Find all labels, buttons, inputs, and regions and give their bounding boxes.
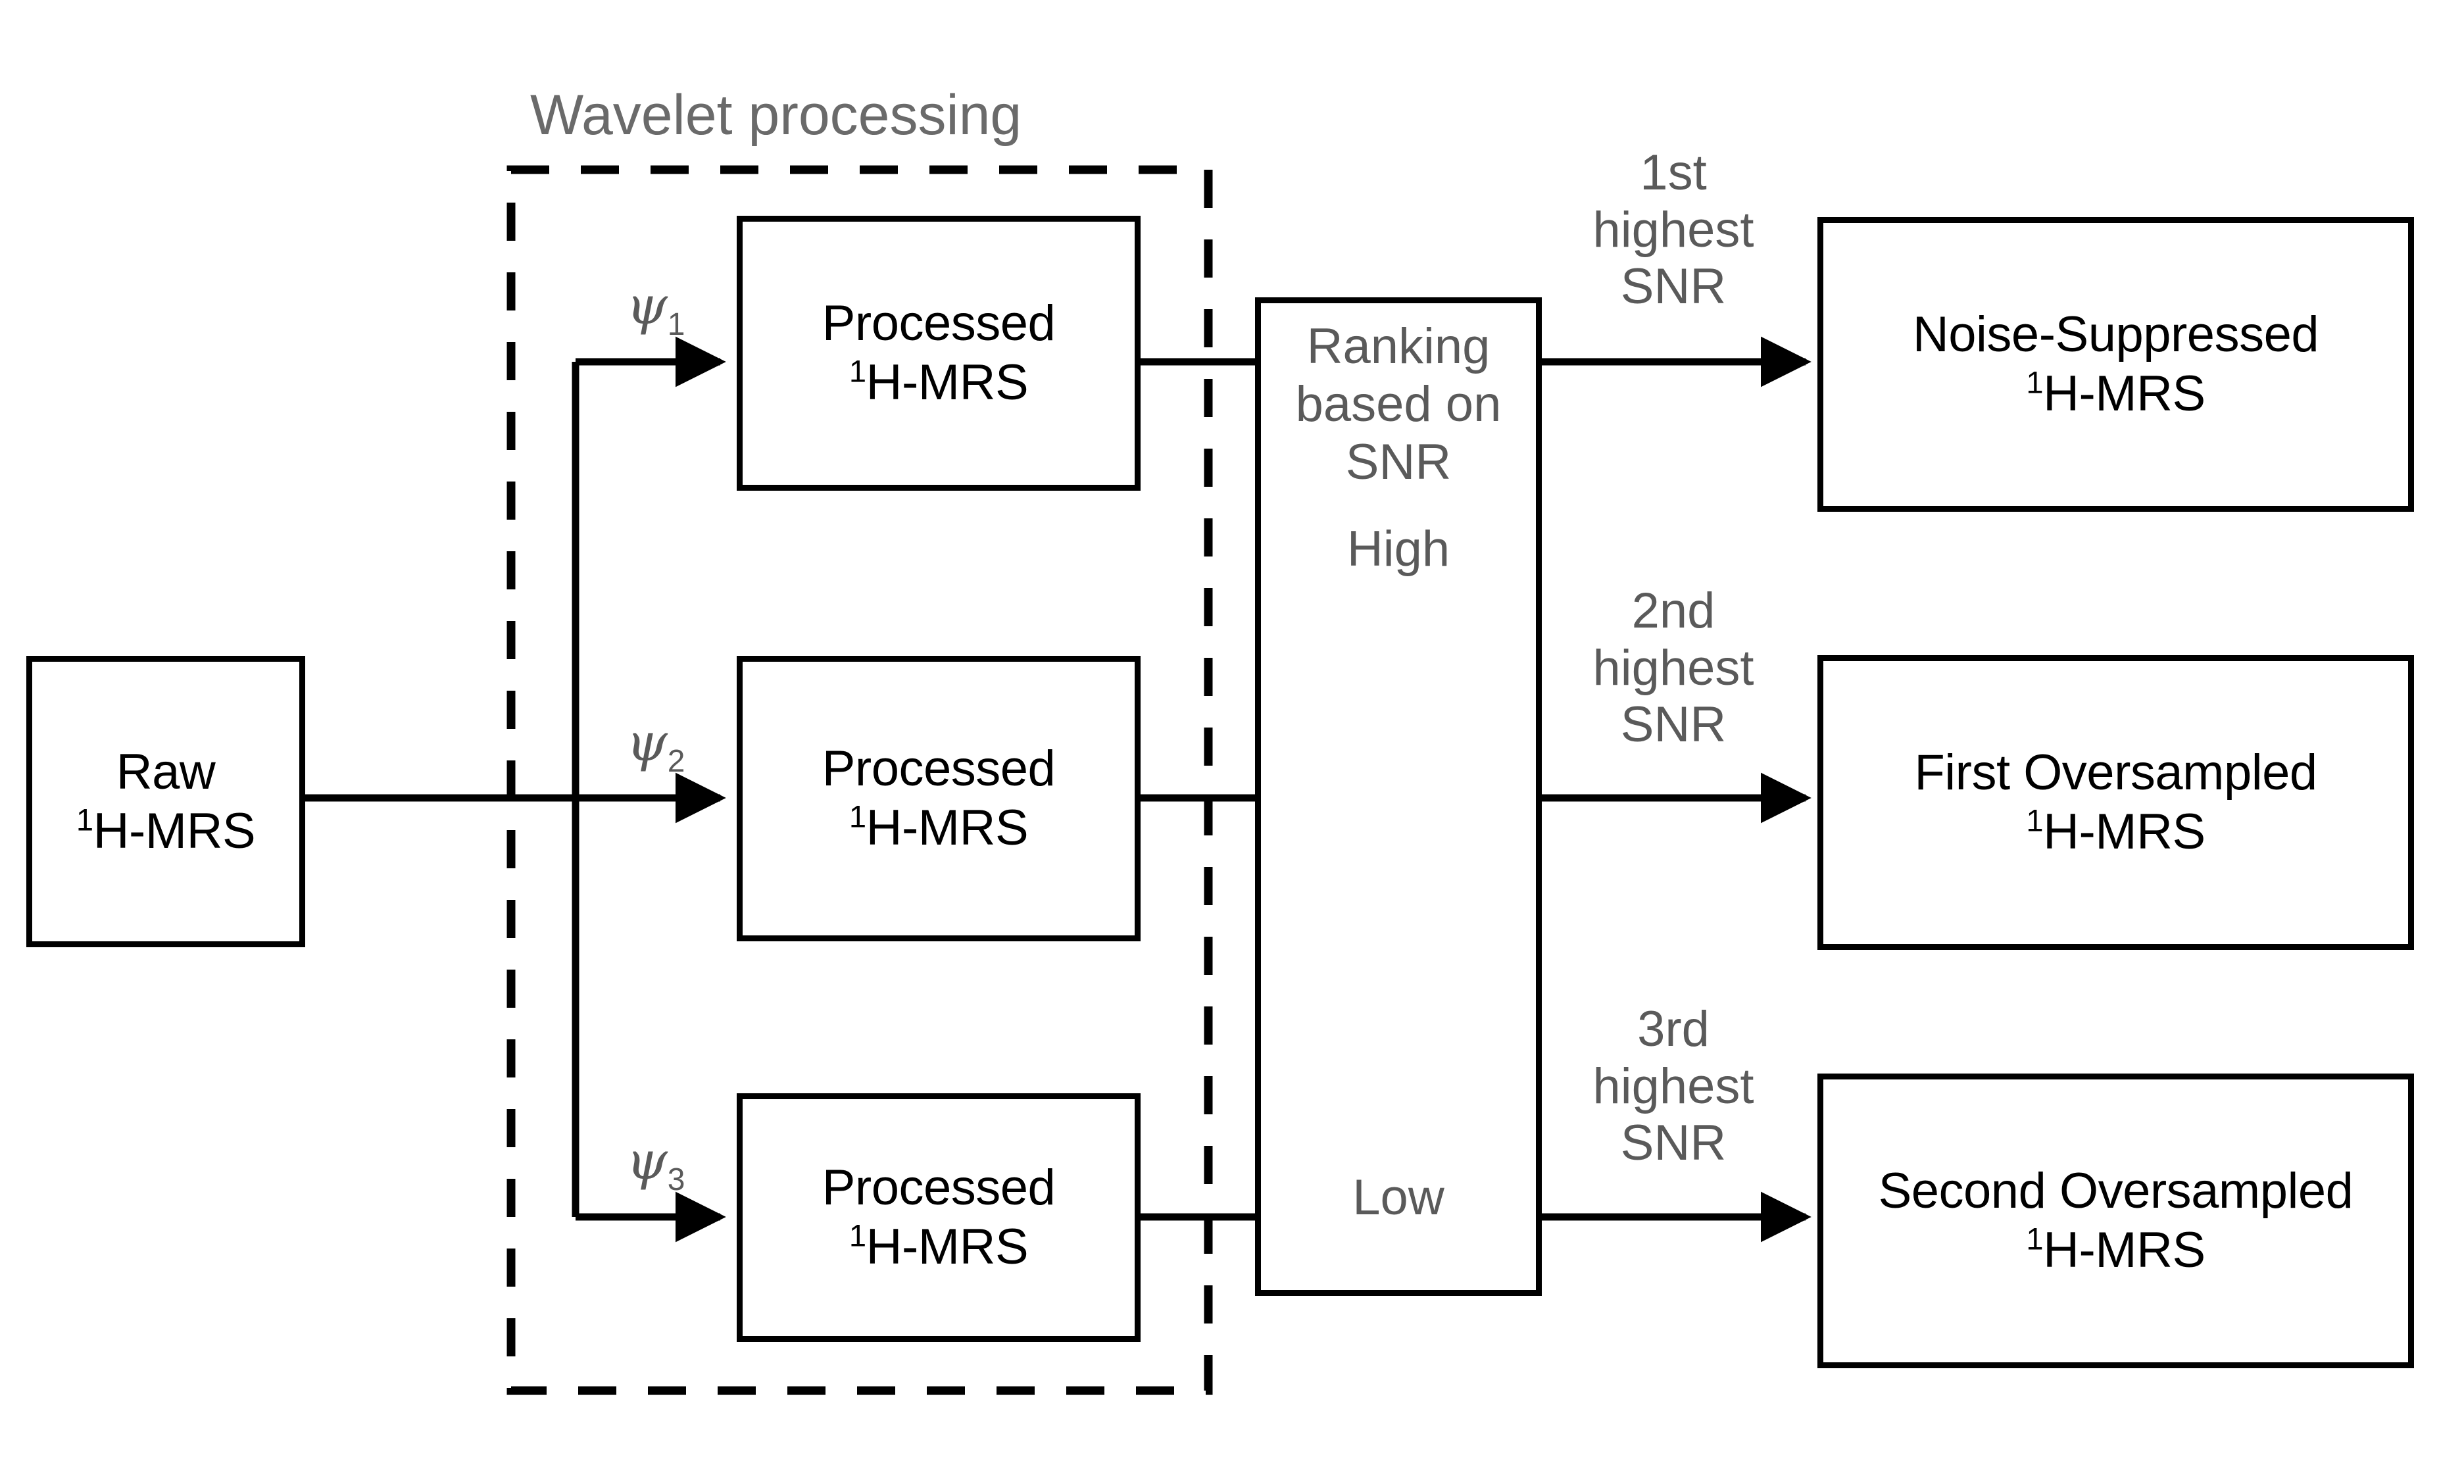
isotope-superscript: 1 <box>2026 364 2044 400</box>
node-processed-mrs-3[interactable]: Processed 1H-MRS <box>737 1093 1141 1342</box>
wavelet-processing-title: Wavelet processing <box>530 84 1022 147</box>
node-processed-mrs-1-line2-text: H-MRS <box>866 355 1029 410</box>
isotope-superscript: 1 <box>2026 803 2044 838</box>
ranking-title-line2: based on <box>1295 376 1502 433</box>
isotope-superscript: 1 <box>849 1218 866 1253</box>
wavelet-processing-group-border <box>506 165 1213 1395</box>
isotope-superscript: 1 <box>2026 1221 2044 1256</box>
node-processed-mrs-1[interactable]: Processed 1H-MRS <box>737 216 1141 491</box>
node-first-oversampled-mrs-line1: First Oversampled <box>1914 745 2317 801</box>
node-ranking-by-snr[interactable]: Ranking based on SNR High Low <box>1255 297 1542 1296</box>
rank-label-2-line1: 2nd <box>1631 583 1715 639</box>
isotope-superscript: 1 <box>76 802 93 837</box>
rank-label-2: 2nd highest SNR <box>1562 583 1785 754</box>
node-first-oversampled-mrs-line2: 1H-MRS <box>2026 803 2205 862</box>
rank-label-1-line1: 1st <box>1640 145 1707 201</box>
node-raw-mrs-line1: Raw <box>116 743 216 800</box>
node-raw-mrs-line2: 1H-MRS <box>76 802 256 861</box>
ranking-title: Ranking based on SNR <box>1261 318 1536 491</box>
rank-label-1-line2: highest <box>1592 201 1754 258</box>
node-second-oversampled-mrs[interactable]: Second Oversampled 1H-MRS <box>1817 1074 2414 1368</box>
node-processed-mrs-2-line1: Processed <box>822 741 1056 797</box>
node-second-oversampled-mrs-line1: Second Oversampled <box>1878 1163 2353 1220</box>
ranking-title-line1: Ranking <box>1306 318 1491 374</box>
node-processed-mrs-3-line1: Processed <box>822 1160 1056 1216</box>
rank-label-3-line3: SNR <box>1620 1115 1727 1172</box>
node-first-oversampled-mrs-line2-text: H-MRS <box>2043 804 2205 860</box>
node-first-oversampled-mrs[interactable]: First Oversampled 1H-MRS <box>1817 655 2414 950</box>
node-processed-mrs-2[interactable]: Processed 1H-MRS <box>737 656 1141 941</box>
psi-subscript-3: 3 <box>667 1162 685 1197</box>
snr-scale-low-label: Low <box>1352 1169 1444 1225</box>
rank-label-1-line3: SNR <box>1620 259 1727 315</box>
psi-symbol-1: ψ <box>626 275 668 336</box>
psi-symbol-3: ψ <box>626 1130 668 1191</box>
node-noise-suppressed-mrs-line2-text: H-MRS <box>2043 366 2205 422</box>
isotope-superscript: 1 <box>849 799 866 834</box>
node-raw-mrs[interactable]: Raw 1H-MRS <box>26 656 305 947</box>
edge-raw-to-bus <box>304 362 579 1217</box>
node-processed-mrs-1-line2: 1H-MRS <box>849 353 1029 412</box>
node-processed-mrs-3-line2: 1H-MRS <box>849 1218 1029 1277</box>
node-processed-mrs-1-line1: Processed <box>822 295 1056 352</box>
wavelet-branch-label-1: ψ1 <box>626 275 685 343</box>
isotope-superscript: 1 <box>849 353 866 389</box>
psi-symbol-2: ψ <box>626 712 668 773</box>
node-processed-mrs-3-line2-text: H-MRS <box>866 1219 1029 1275</box>
node-processed-mrs-2-line2: 1H-MRS <box>849 799 1029 858</box>
wavelet-branch-label-3: ψ3 <box>626 1130 685 1198</box>
node-second-oversampled-mrs-line2: 1H-MRS <box>2026 1221 2205 1280</box>
psi-subscript-2: 2 <box>667 744 685 779</box>
node-second-oversampled-mrs-line2-text: H-MRS <box>2043 1222 2205 1278</box>
node-noise-suppressed-mrs-line2: 1H-MRS <box>2026 364 2205 424</box>
node-raw-mrs-line2-text: H-MRS <box>93 803 256 859</box>
ranking-title-line3: SNR <box>1345 434 1452 491</box>
rank-label-3: 3rd highest SNR <box>1562 1001 1785 1172</box>
rank-label-2-line3: SNR <box>1620 697 1727 753</box>
rank-label-2-line2: highest <box>1592 639 1754 696</box>
rank-label-3-line2: highest <box>1592 1058 1754 1114</box>
node-noise-suppressed-mrs[interactable]: Noise-Suppressed 1H-MRS <box>1817 217 2414 512</box>
rank-label-3-line1: 3rd <box>1637 1001 1710 1057</box>
wavelet-branch-label-2: ψ2 <box>626 712 685 779</box>
node-noise-suppressed-mrs-line1: Noise-Suppressed <box>1912 307 2319 363</box>
rank-label-1: 1st highest SNR <box>1562 145 1785 316</box>
snr-scale-high-label: High <box>1346 521 1450 577</box>
psi-subscript-1: 1 <box>667 307 685 342</box>
node-processed-mrs-2-line2-text: H-MRS <box>866 800 1029 856</box>
